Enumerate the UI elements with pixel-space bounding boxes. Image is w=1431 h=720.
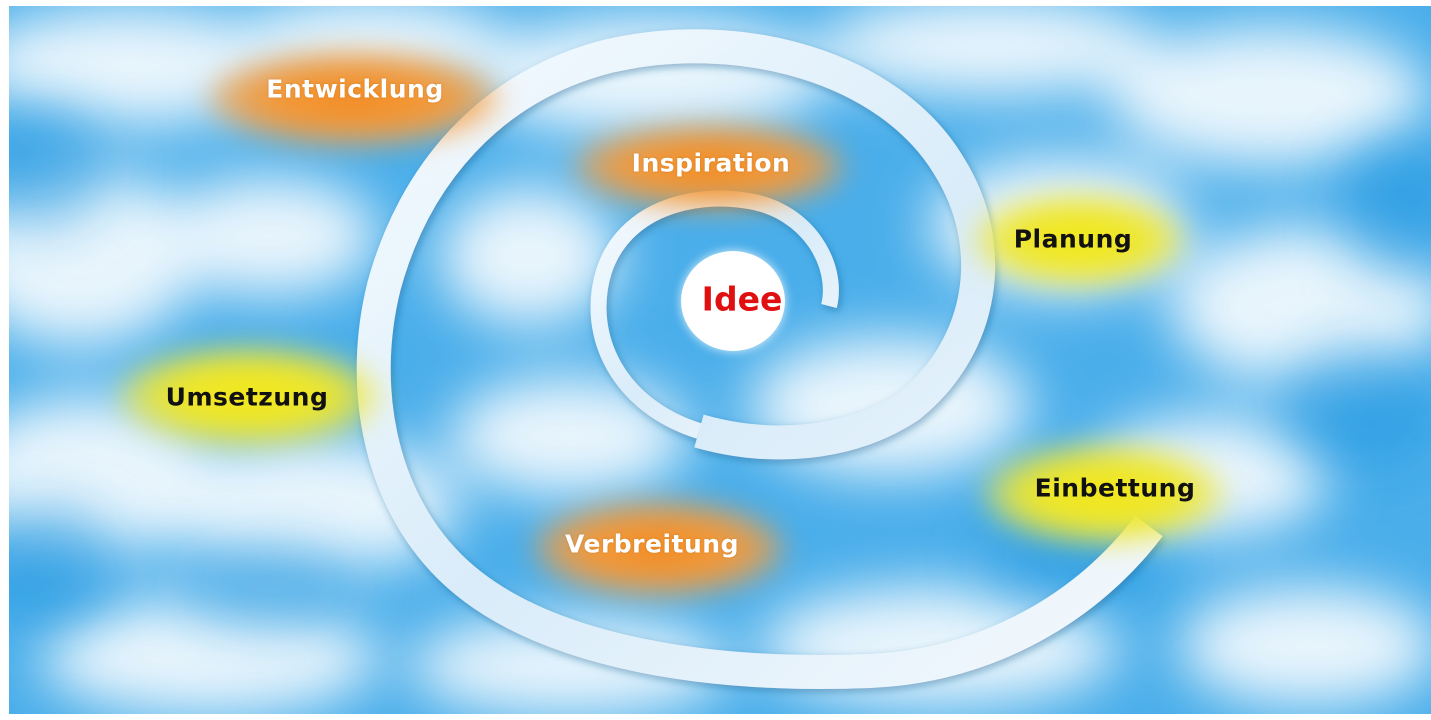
planung-glow <box>974 194 1184 286</box>
umsetzung-glow <box>119 346 379 446</box>
entwicklung-glow <box>209 51 499 146</box>
inspiration-glow <box>574 124 844 209</box>
einbettung-glow <box>984 444 1224 544</box>
spiral-inner-arm <box>590 190 839 439</box>
center-label-idee: Idee <box>701 279 783 319</box>
stage-label-inspiration: Inspiration <box>631 148 791 178</box>
stage-label-planung: Planung <box>1013 224 1133 254</box>
stage-label-einbettung: Einbettung <box>1034 473 1196 503</box>
spiral <box>356 29 1163 689</box>
diagram-canvas: Entwicklung Inspiration Planung Umsetzun… <box>9 6 1431 714</box>
stage-label-verbreitung: Verbreitung <box>565 529 739 559</box>
verbreitung-glow <box>534 501 784 596</box>
spiral-outer-arm <box>356 29 1163 689</box>
stage-label-entwicklung: Entwicklung <box>266 74 444 104</box>
stage-label-umsetzung: Umsetzung <box>165 382 329 412</box>
center-disc <box>681 251 785 351</box>
